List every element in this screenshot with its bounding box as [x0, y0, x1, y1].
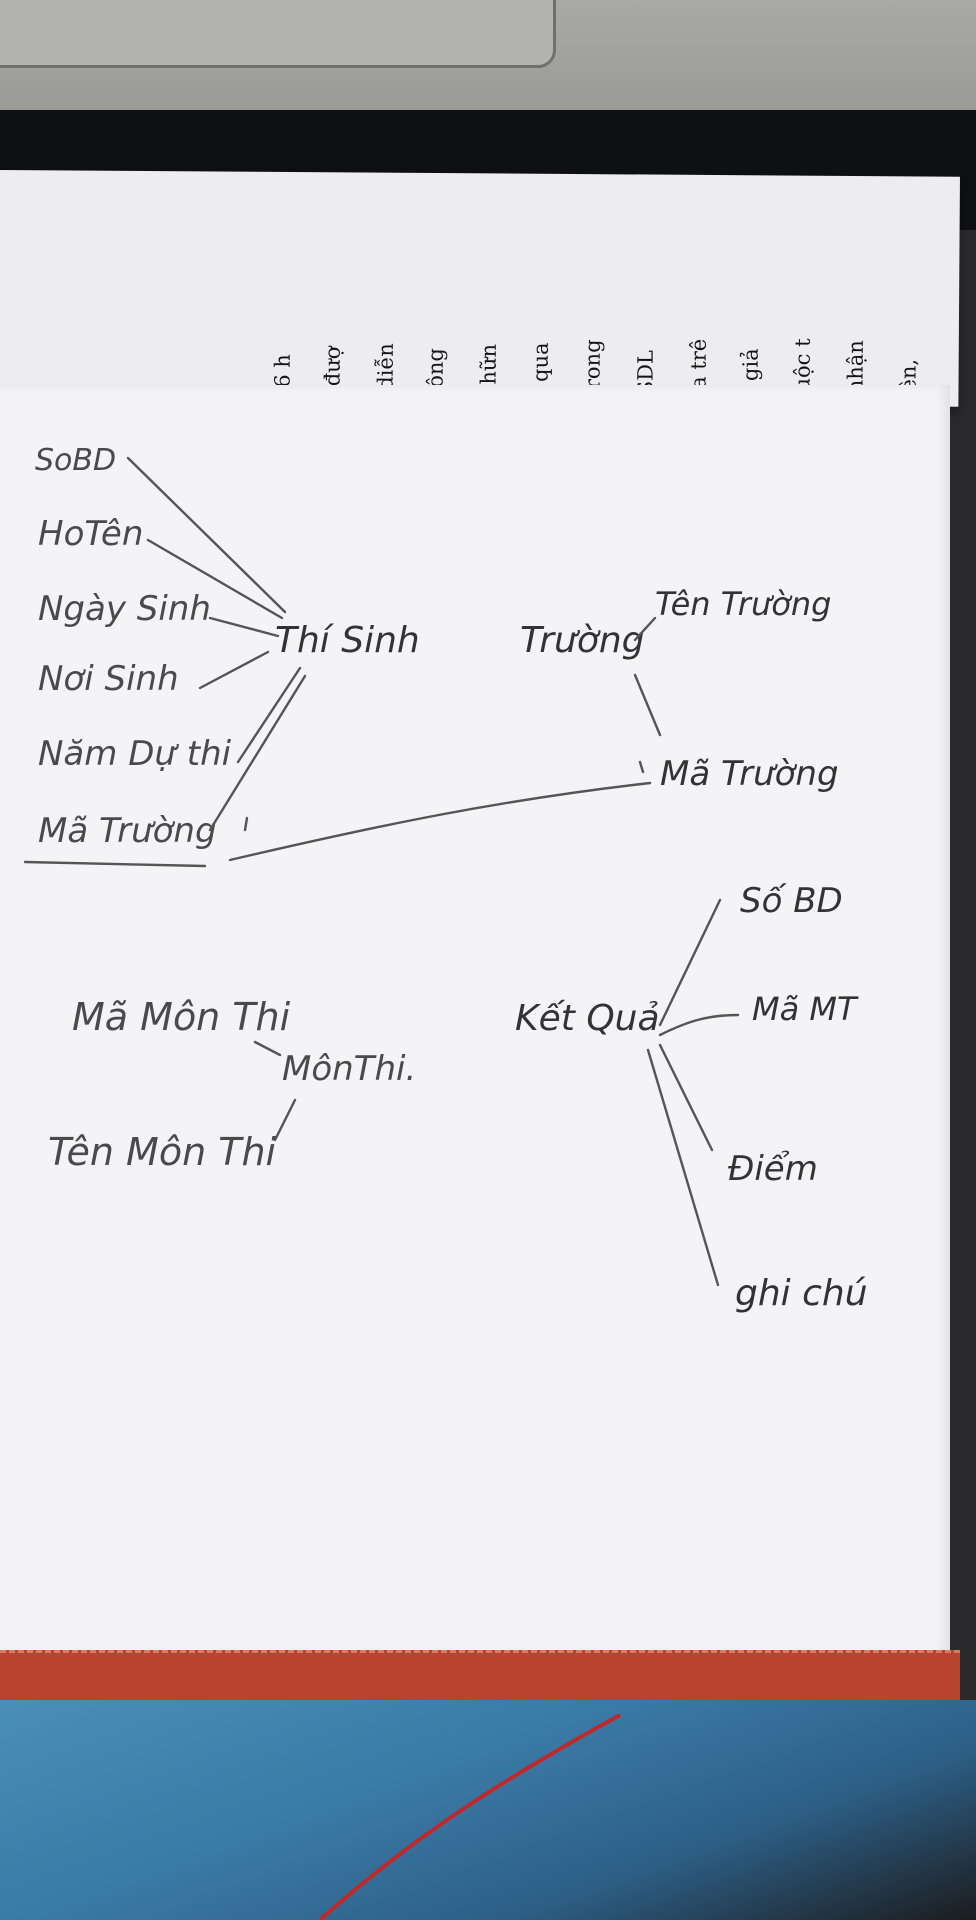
entity-thi-sinh: Thí Sinh [275, 620, 420, 661]
entity-mon-thi: MônThi. [282, 1049, 416, 1089]
link-line [273, 1098, 297, 1142]
entity-truong: Trường [520, 620, 645, 661]
link-line [658, 1043, 714, 1152]
attr-nam-du-thi: Năm Dự thi [38, 734, 232, 774]
attr-noi-sinh: Nơi Sinh [38, 659, 179, 699]
link-line [633, 673, 662, 737]
attr-ma-mon-thi: Mã Môn Thi [72, 995, 291, 1039]
attr-so-bd: Số BD [740, 881, 843, 921]
attr-ma-mt: Mã MT [752, 990, 859, 1028]
link-line [633, 616, 657, 642]
attr-ghi-chu: ghi chú [735, 1273, 868, 1314]
link-line [198, 650, 270, 690]
laptop-trackpad [0, 0, 556, 68]
link-line [658, 898, 722, 1027]
notebook-cover-edge [0, 1650, 960, 1705]
link-line [243, 816, 249, 832]
key-underline [23, 860, 207, 868]
relationship-line [228, 781, 652, 862]
attr-ma-truong-key: Mã Trường [38, 811, 217, 851]
link-line [236, 666, 302, 764]
link-line [646, 1048, 720, 1287]
link-line [253, 1040, 282, 1057]
link-line [638, 760, 645, 774]
attr-ngay-sinh: Ngày Sinh [38, 589, 211, 629]
link-line [126, 456, 287, 614]
attr-ma-truong: Mã Trường [660, 754, 839, 794]
notebook-page [0, 385, 950, 1655]
attr-hoten: HoTên [38, 514, 143, 554]
link-line [208, 674, 307, 832]
red-cable [318, 1713, 621, 1920]
attr-sobd: SoBD [35, 443, 116, 478]
attr-ten-mon-thi: Tên Môn Thi [48, 1130, 277, 1174]
entity-ket-qua: Kết Quả [515, 998, 660, 1039]
link-line [658, 1013, 740, 1037]
fabric-background [0, 1700, 976, 1920]
attr-diem: Điểm [728, 1149, 818, 1189]
attr-ten-truong: Tên Trường [655, 585, 831, 623]
link-line [208, 616, 280, 638]
link-line [146, 538, 284, 620]
